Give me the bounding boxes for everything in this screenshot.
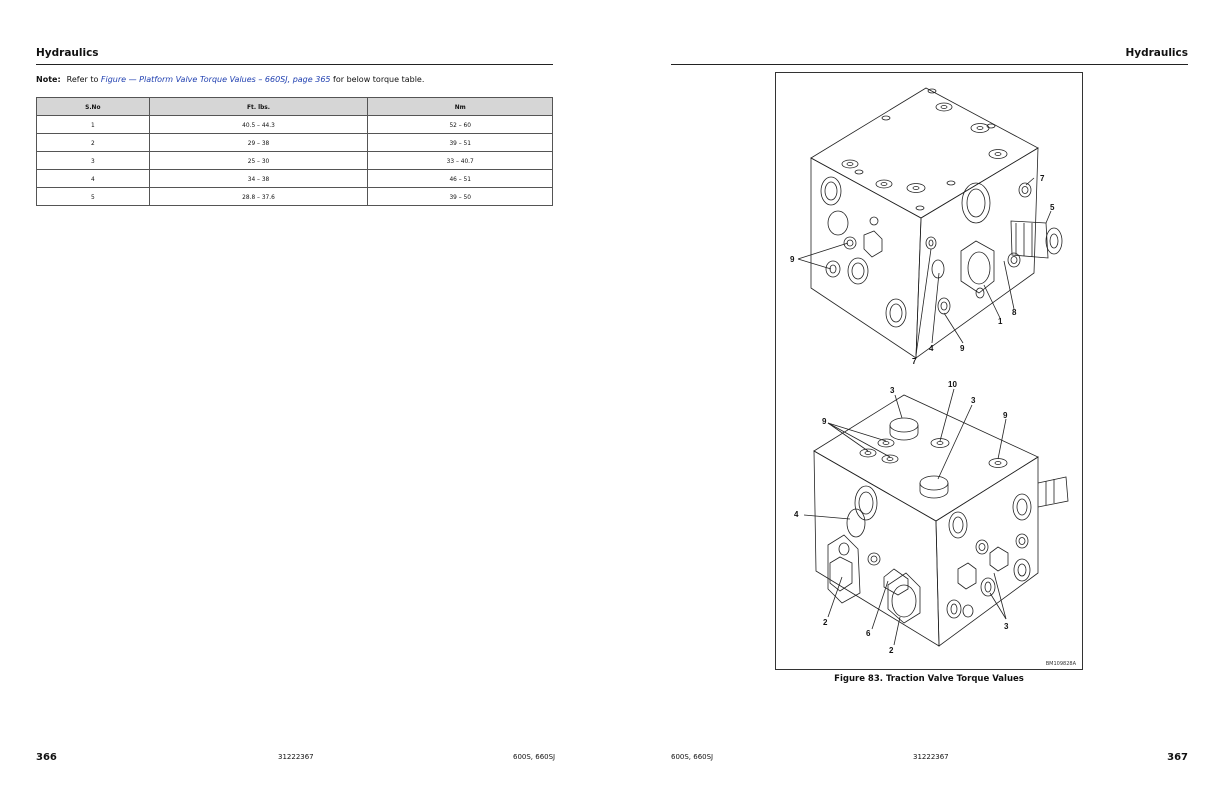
table-row: 1 40.5 – 44.3 52 – 60 xyxy=(36,115,553,134)
bottom-block-right-face xyxy=(935,456,1039,647)
callout-label: 2 xyxy=(889,646,894,655)
callout-label: 9 xyxy=(790,255,795,264)
torque-table: S.No Ft. lbs. Nm 1 40.5 – 44.3 52 – 60 2… xyxy=(36,97,553,206)
callout-label: 3 xyxy=(971,396,976,405)
top-block-right-face xyxy=(915,147,1039,359)
table-cell: 5 xyxy=(36,187,150,206)
table-row: 2 29 – 38 39 – 51 xyxy=(36,133,553,152)
callout-label: 7 xyxy=(912,357,917,366)
table-row: 3 25 – 30 33 – 40.7 xyxy=(36,151,553,170)
table-cell: 52 – 60 xyxy=(367,115,553,134)
traction-valve-drawing: 7 5 9 8 1 4 9 7 10 3 3 9 9 4 2 6 2 3 xyxy=(790,87,1069,655)
callout-label: 9 xyxy=(822,417,827,426)
top-block-left-face xyxy=(810,157,922,359)
section-title: Hydraulics xyxy=(1125,47,1188,59)
table-cell: 33 – 40.7 xyxy=(367,151,553,170)
right-page: Hydraulics xyxy=(612,0,1224,792)
callout-label: 8 xyxy=(1012,308,1017,317)
table-header-row: S.No Ft. lbs. Nm xyxy=(36,97,553,116)
note: Note: Refer to Figure — Platform Valve To… xyxy=(36,75,424,84)
doc-number: 31222367 xyxy=(913,753,949,761)
callout-label: 3 xyxy=(890,386,895,395)
column-header: Ft. lbs. xyxy=(148,97,369,116)
column-header: S.No xyxy=(36,97,150,116)
header-rule xyxy=(671,64,1188,65)
figure-frame: 7 5 9 8 1 4 9 7 10 3 3 9 9 4 2 6 2 3 BM1… xyxy=(775,72,1083,670)
callout-label: 9 xyxy=(1003,411,1008,420)
model-list: 600S, 660SJ xyxy=(671,753,714,761)
column-header: Nm xyxy=(367,97,553,116)
table-row: 5 28.8 – 37.6 39 – 50 xyxy=(36,187,553,206)
table-cell: 1 xyxy=(36,115,150,134)
callout-label: 4 xyxy=(929,344,934,353)
header-rule xyxy=(36,64,553,65)
table-cell: 29 – 38 xyxy=(148,133,369,152)
page-number: 366 xyxy=(36,752,57,763)
callout-label: 5 xyxy=(1050,203,1055,212)
page-number: 367 xyxy=(1167,752,1188,763)
model-list: 600S, 660SJ xyxy=(513,753,556,761)
callout-label: 6 xyxy=(866,629,871,638)
callout-label: 3 xyxy=(1004,622,1009,631)
table-cell: 40.5 – 44.3 xyxy=(148,115,369,134)
callout-label: 1 xyxy=(998,317,1003,326)
table-cell: 39 – 51 xyxy=(367,133,553,152)
table-cell: 4 xyxy=(36,169,150,188)
table-cell: 25 – 30 xyxy=(148,151,369,170)
section-title: Hydraulics xyxy=(36,47,99,59)
left-page: Hydraulics Note: Refer to Figure — Platfo… xyxy=(36,47,556,763)
callout-label: 9 xyxy=(960,344,965,353)
callout-label: 2 xyxy=(823,618,828,627)
note-prefix: Refer to xyxy=(66,75,101,84)
figure-caption: Figure 83. Traction Valve Torque Values xyxy=(834,674,1024,684)
table-cell: 46 – 51 xyxy=(367,169,553,188)
table-cell: 39 – 50 xyxy=(367,187,553,206)
table-row: 4 34 – 38 46 – 51 xyxy=(36,169,553,188)
table-cell: 34 – 38 xyxy=(148,169,369,188)
callout-label: 7 xyxy=(1040,174,1045,183)
figure-code: BM109828A xyxy=(1045,661,1076,667)
table-cell: 3 xyxy=(36,151,150,170)
note-suffix: for below torque table. xyxy=(330,75,425,84)
callout-label: 4 xyxy=(794,510,799,519)
note-label: Note: xyxy=(36,75,61,84)
table-cell: 28.8 – 37.6 xyxy=(148,187,369,206)
doc-number: 31222367 xyxy=(278,753,314,761)
figure-link[interactable]: Figure — Platform Valve Torque Values – … xyxy=(100,75,331,84)
callout-label: 10 xyxy=(948,380,957,389)
top-block-top-face xyxy=(810,87,1039,219)
table-cell: 2 xyxy=(36,133,150,152)
